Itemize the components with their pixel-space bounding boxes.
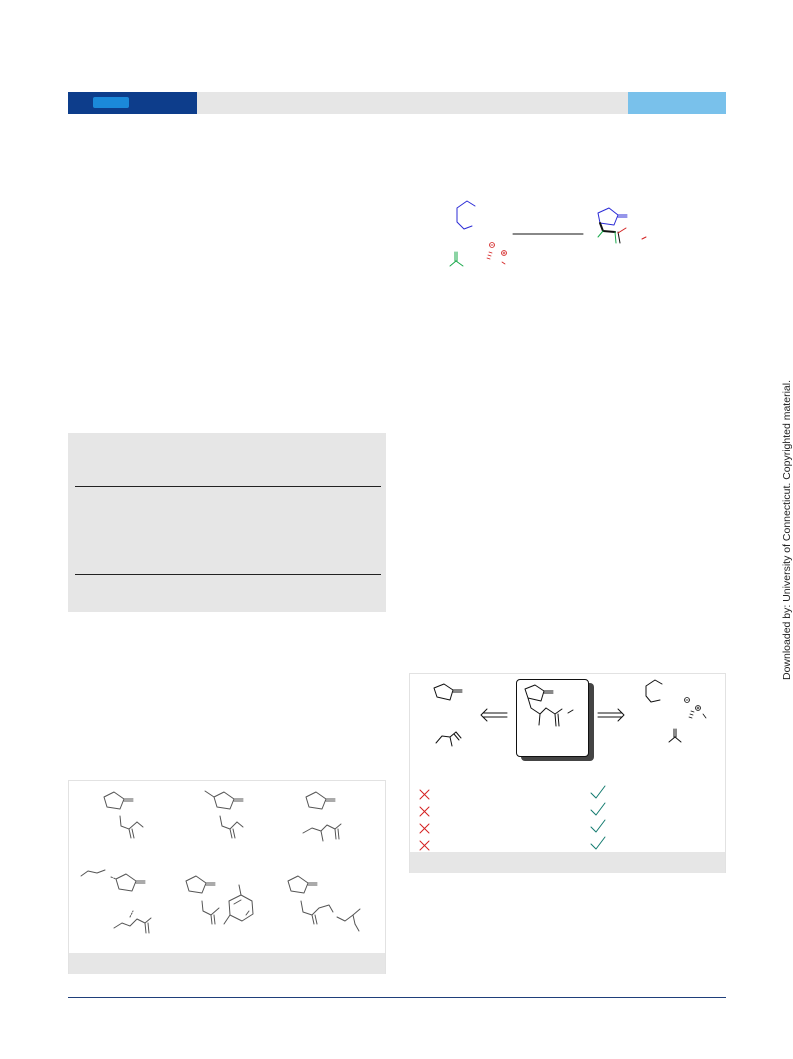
- cons-list: [418, 788, 438, 857]
- header-band: [68, 92, 726, 114]
- retro-arrow-left: [480, 708, 508, 722]
- x-mark-icon: [419, 789, 430, 800]
- scope-structures: [80, 790, 361, 934]
- right-chain: [645, 679, 663, 703]
- product-5: [185, 875, 254, 925]
- x-mark-icon: [419, 823, 430, 834]
- table-panel: [68, 433, 386, 612]
- product-3: [302, 791, 342, 842]
- retrosynthesis-drawing: [433, 679, 707, 747]
- right-alkene: [668, 728, 682, 743]
- retro-arrow-right: [597, 708, 625, 722]
- product-2: [204, 790, 244, 839]
- header-section-light: [628, 92, 726, 114]
- footer-rule: [68, 997, 726, 998]
- check-mark-icon: [590, 785, 606, 799]
- intermediate-box: [516, 679, 589, 757]
- x-mark-icon: [419, 840, 430, 851]
- table-top-rule: [75, 486, 381, 487]
- reaction-scheme: [449, 200, 647, 267]
- product-structure: [597, 207, 647, 244]
- middle-intermediate: [524, 684, 574, 727]
- right-ylide: [684, 697, 707, 719]
- scheme-caption-bar: [410, 852, 725, 873]
- product-1: [103, 791, 144, 839]
- watermark-text: Downloaded by: University of Connecticut…: [781, 380, 793, 680]
- scope-caption-bar: [69, 953, 385, 974]
- table-bottom-rule: [75, 574, 381, 575]
- check-mark-icon: [590, 836, 606, 850]
- check-mark-icon: [590, 802, 606, 816]
- download-watermark: Downloaded by: University of Connecticut…: [781, 375, 793, 685]
- alkene-fragment: [449, 251, 464, 267]
- left-cyclopentene: [433, 683, 463, 701]
- ylide-reagent: [486, 242, 507, 265]
- retrosynthesis-panel: [409, 673, 726, 873]
- triangle-down-icon[interactable]: [391, 1026, 401, 1034]
- product-4: [80, 869, 152, 934]
- product-6: [287, 875, 361, 932]
- x-mark-icon: [419, 806, 430, 817]
- reaction-arrow: [512, 233, 584, 235]
- header-section-dark: [68, 92, 197, 114]
- pros-list: [590, 784, 610, 857]
- check-mark-icon: [590, 819, 606, 833]
- substrate-scope-panel: [68, 780, 386, 974]
- left-alkene: [435, 731, 462, 747]
- header-badge: [93, 97, 129, 108]
